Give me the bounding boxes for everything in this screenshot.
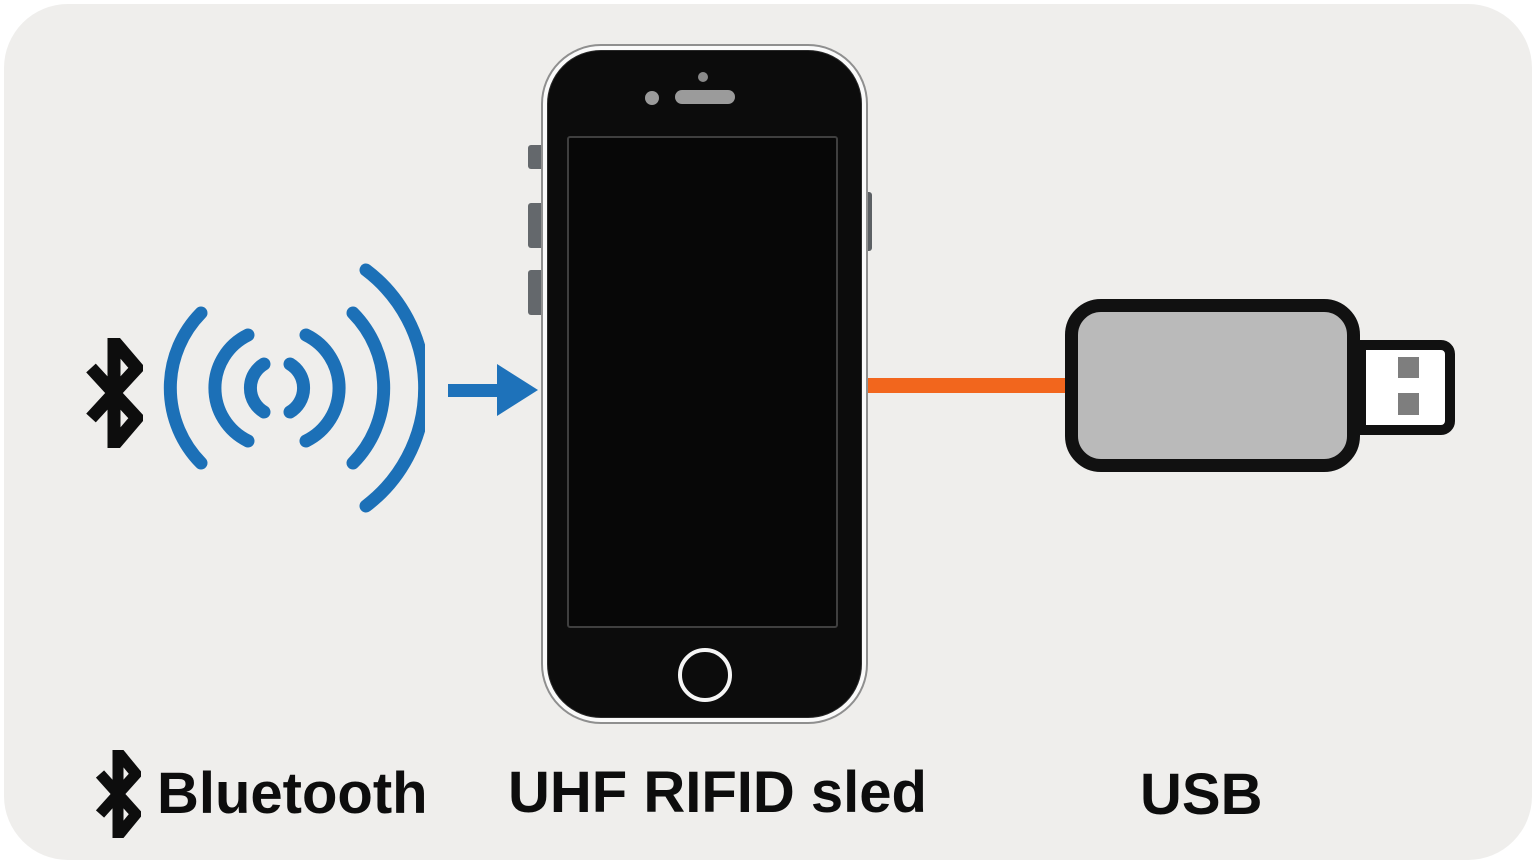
usb-connector	[1356, 340, 1455, 435]
bluetooth-icon	[95, 750, 141, 838]
uhf-rfid-sled-label: UHF RIFID sled	[508, 760, 927, 825]
phone-screen	[567, 136, 838, 628]
usb-contact-pin	[1398, 393, 1419, 415]
usb-cable	[862, 378, 1074, 393]
phone-home-button	[678, 648, 732, 702]
wireless-signal-icon	[163, 263, 425, 513]
usb-label: USB	[1140, 762, 1263, 827]
bluetooth-icon	[86, 338, 143, 448]
bluetooth-caption-group: Bluetooth	[95, 748, 428, 840]
usb-contact-pin	[1398, 357, 1419, 378]
phone-top-sensor-dot	[698, 72, 708, 82]
phone-side-button	[528, 203, 544, 248]
bluetooth-label: Bluetooth	[157, 761, 428, 826]
phone-front-camera	[645, 91, 659, 105]
arrow-right-icon	[448, 364, 538, 416]
phone-side-button	[528, 145, 544, 169]
phone-side-button	[528, 270, 544, 315]
usb-dongle	[1065, 299, 1360, 472]
phone-earpiece-speaker	[675, 90, 735, 104]
